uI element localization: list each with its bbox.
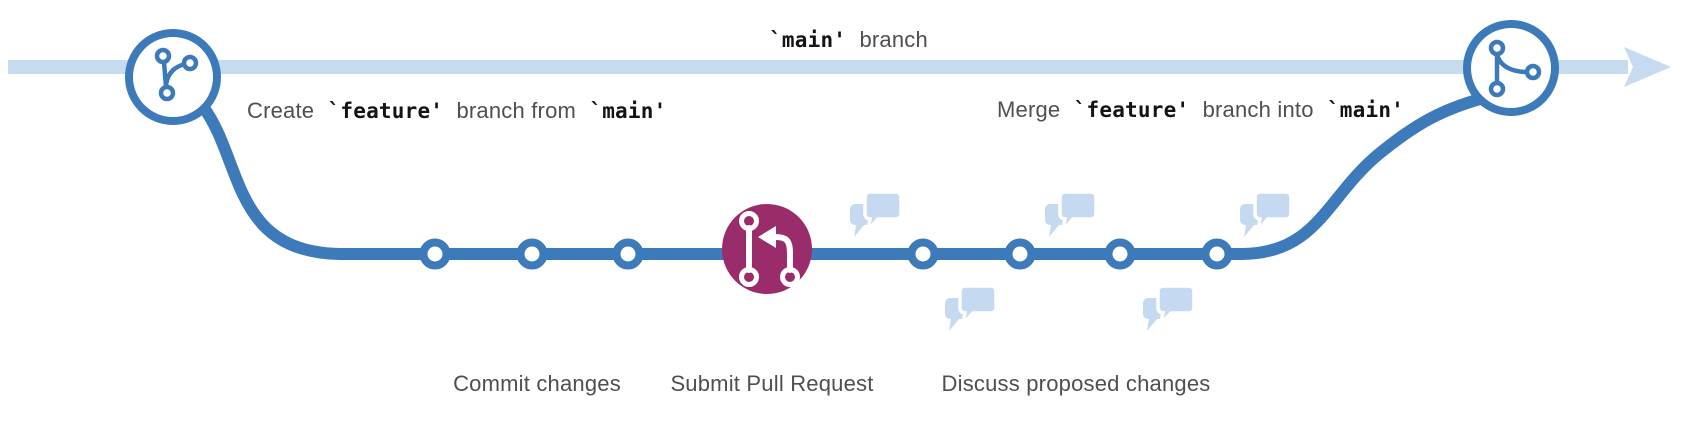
commit-node xyxy=(419,238,451,270)
chat-bubbles-icon xyxy=(945,284,998,331)
commit-changes-label: Commit changes xyxy=(453,371,621,396)
commit-node xyxy=(1201,238,1233,270)
commit-node xyxy=(1004,238,1036,270)
branch-node-circle xyxy=(125,29,221,125)
discuss-changes-label: Discuss proposed changes xyxy=(941,371,1211,396)
merge-point-node xyxy=(1463,20,1559,116)
main-branch-code: `main' xyxy=(769,28,847,52)
commit-nodes xyxy=(419,238,1233,270)
commit-node xyxy=(1104,238,1136,270)
create-branch-text-2: branch from xyxy=(456,98,577,123)
chat-bubbles-icon xyxy=(850,190,903,237)
create-branch-code-1: `feature' xyxy=(327,99,444,123)
create-branch-code-2: `main' xyxy=(589,99,667,123)
chat-bubbles-icon xyxy=(1045,190,1098,237)
pull-request-node xyxy=(722,204,812,294)
merge-branch-text-2: branch into xyxy=(1202,97,1314,122)
pull-request-icon xyxy=(739,211,800,287)
discussion-bubbles xyxy=(850,190,1293,331)
commit-node xyxy=(612,238,644,270)
main-branch-text: branch xyxy=(859,27,928,52)
merge-branch-code-2: `main' xyxy=(1326,98,1405,122)
create-branch-text-1: Create xyxy=(247,98,315,123)
git-branch-icon xyxy=(154,47,199,102)
merge-branch-code-1: `feature' xyxy=(1073,98,1190,122)
feature-branch-line xyxy=(198,93,1486,260)
merge-branch-text-1: Merge xyxy=(997,97,1061,122)
branch-point-node xyxy=(125,29,221,125)
main-branch-arrowhead xyxy=(1624,47,1671,87)
merge-branch-label: Merge `feature' branch into `main' xyxy=(997,97,1411,123)
commit-node xyxy=(516,238,548,270)
create-branch-label: Create `feature' branch from `main' xyxy=(247,98,673,124)
submit-pull-request-label: Submit Pull Request xyxy=(670,371,874,396)
chat-bubbles-icon xyxy=(1240,190,1293,237)
commit-node xyxy=(907,238,939,270)
main-branch-label: `main' branch xyxy=(762,27,928,53)
git-merge-icon xyxy=(1488,39,1542,98)
chat-bubbles-icon xyxy=(1143,284,1196,331)
